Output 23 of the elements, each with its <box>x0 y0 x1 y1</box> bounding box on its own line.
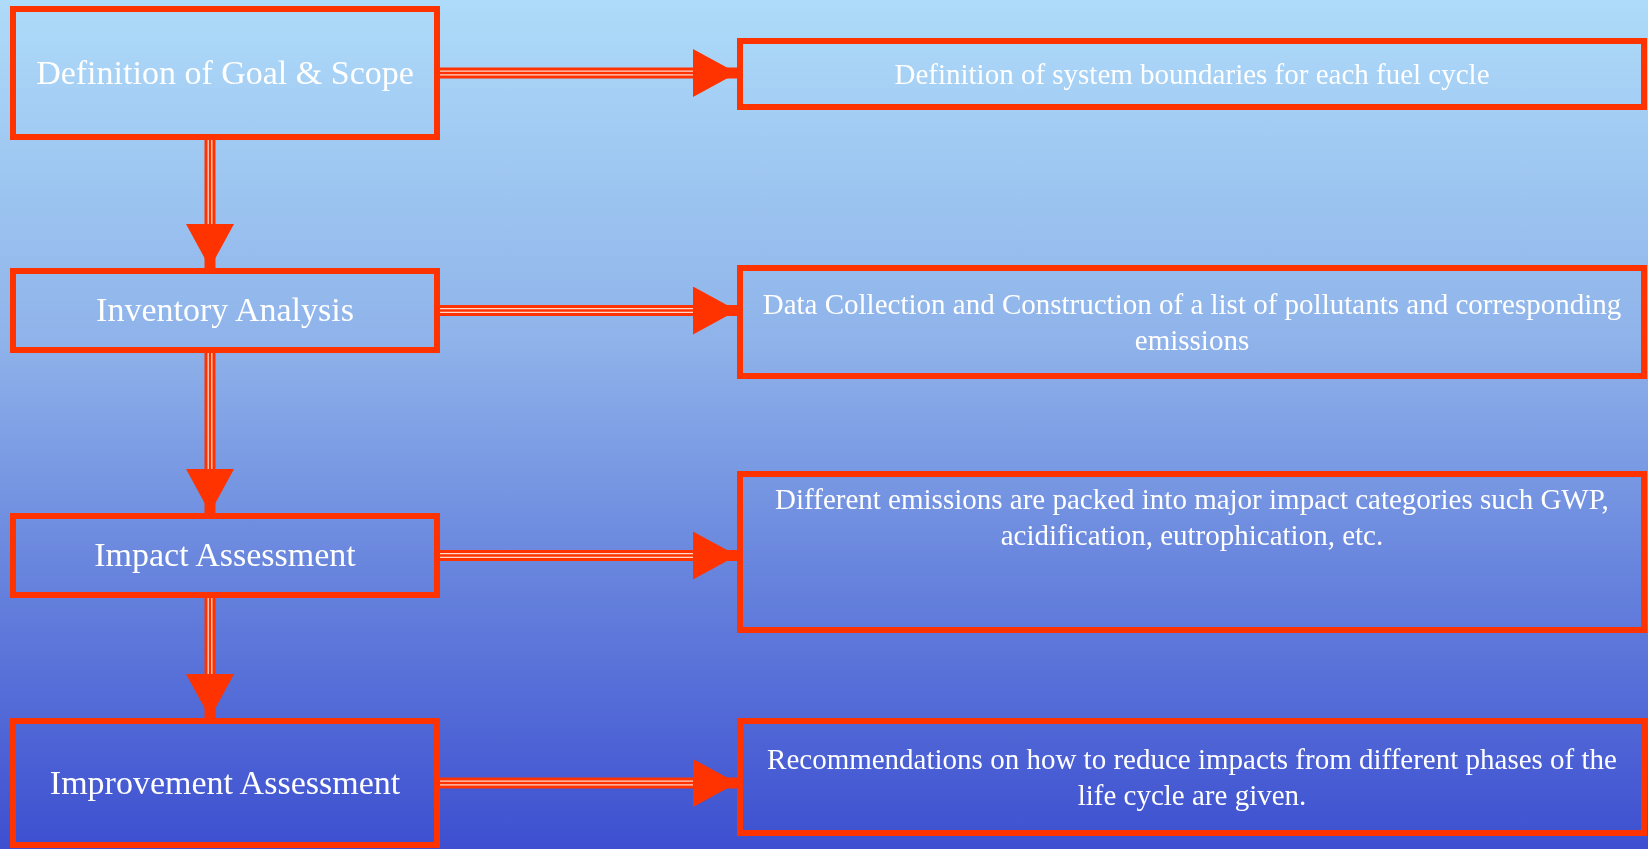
double-arrow <box>186 353 234 513</box>
double-arrow <box>186 598 234 718</box>
double-arrow <box>440 531 737 580</box>
box-text: Impact Assessment <box>94 535 356 576</box>
description-box <box>737 265 1647 379</box>
phase-box <box>10 513 440 598</box>
box-text: Inventory Analysis <box>96 290 354 331</box>
box-text: Improvement Assessment <box>49 762 401 803</box>
description-box <box>737 38 1647 110</box>
box-text: Data Collection and Construction of a list of pollutants and corresponding emissions <box>761 286 1623 358</box>
box-text: Different emissions are packed into major impact categories such GWP, acidification, eutrophication, etc. <box>774 482 1610 554</box>
description-box <box>737 471 1647 633</box>
box-text: Definition of system boundaries for each fuel cycle <box>894 56 1490 92</box>
double-arrow <box>440 759 737 807</box>
box-text: Definition of Goal & Scope <box>36 52 414 93</box>
double-arrow <box>186 140 234 268</box>
phase-box <box>10 6 440 140</box>
double-arrow <box>440 286 737 335</box>
box-text: Recommendations on how to reduce impacts from different phases of the life cycle are given. <box>766 741 1618 813</box>
description-box <box>737 718 1647 836</box>
phase-box <box>10 268 440 353</box>
double-arrow <box>440 49 737 97</box>
phase-box <box>10 718 440 848</box>
